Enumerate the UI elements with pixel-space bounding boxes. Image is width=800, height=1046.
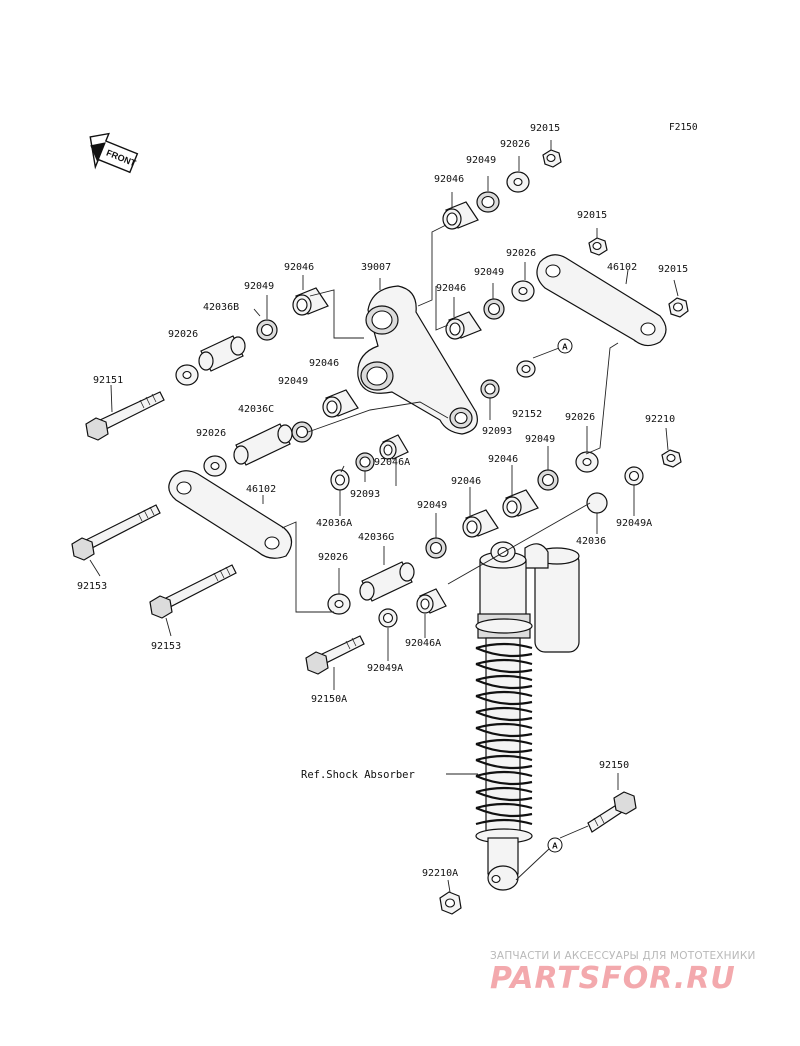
label-92026[interactable]: 92026 [506, 248, 536, 259]
label-92049[interactable]: 92049 [417, 500, 447, 511]
svg-text:A: A [552, 842, 558, 851]
label-42036[interactable]: 42036 [576, 536, 606, 547]
nut-92210[interactable] [661, 449, 682, 468]
bearing-92046-left-mid[interactable] [322, 389, 359, 418]
label-92015[interactable]: 92015 [658, 264, 688, 275]
label-92026[interactable]: 92026 [318, 552, 348, 563]
label-92210a[interactable]: 92210A [422, 868, 458, 879]
label-46102[interactable]: 46102 [246, 484, 276, 495]
label-92046[interactable]: 92046 [284, 262, 314, 273]
bearing-92046-top[interactable] [442, 201, 479, 230]
leader-lines [89, 140, 679, 893]
nut-92015-top[interactable] [542, 149, 562, 168]
seal-92049-top[interactable] [476, 191, 500, 213]
bolt-92150a[interactable] [305, 635, 365, 675]
tie-rod-46102-left[interactable] [168, 470, 293, 559]
callout-a-lower: A [547, 837, 563, 853]
front-direction-arrow: FRONT [89, 132, 139, 174]
label-92150a[interactable]: 92150A [311, 694, 347, 705]
label-92046[interactable]: 92046 [436, 283, 466, 294]
label-92026[interactable]: 92026 [500, 139, 530, 150]
seal-92093-right[interactable] [480, 379, 500, 399]
seal-92049a-lower[interactable] [378, 608, 398, 628]
label-92046a[interactable]: 92046A [374, 457, 410, 468]
label-92153[interactable]: 92153 [151, 641, 181, 652]
label-46102[interactable]: 46102 [607, 262, 637, 273]
label-42036b[interactable]: 42036B [203, 302, 239, 313]
label-92049[interactable]: 92049 [278, 376, 308, 387]
nut-92015-mid[interactable] [588, 237, 608, 256]
part-number-labels: 92015 92026 92049 92046 92015 92026 9204… [77, 123, 688, 879]
callout-a-upper: A [557, 338, 573, 354]
label-92093[interactable]: 92093 [350, 489, 380, 500]
ref-shock-absorber-label[interactable]: Ref.Shock Absorber [301, 769, 415, 781]
collar-42036a[interactable] [330, 469, 350, 491]
bolt-92153-lower[interactable] [149, 564, 237, 619]
label-42036g[interactable]: 42036G [358, 532, 394, 543]
label-92015[interactable]: 92015 [530, 123, 560, 134]
label-42036a[interactable]: 42036A [316, 518, 352, 529]
seal-92049-lower[interactable] [425, 537, 447, 559]
label-92049[interactable]: 92049 [466, 155, 496, 166]
collar-42036c[interactable] [233, 423, 293, 466]
shock-spring [475, 642, 533, 826]
bearing-92046-left-upper[interactable] [292, 287, 329, 316]
label-92151[interactable]: 92151 [93, 375, 123, 386]
seal-92049-left-upper[interactable] [256, 319, 278, 341]
label-92049[interactable]: 92049 [474, 267, 504, 278]
label-92049a[interactable]: 92049A [367, 663, 403, 674]
bearing-92046-right-lower[interactable] [502, 489, 539, 518]
label-92150[interactable]: 92150 [599, 760, 629, 771]
label-92049a[interactable]: 92049A [616, 518, 652, 529]
label-92046a[interactable]: 92046A [405, 638, 441, 649]
washer-92026-left-upper[interactable] [175, 364, 199, 386]
label-92046[interactable]: 92046 [434, 174, 464, 185]
bolt-92151[interactable] [85, 391, 165, 441]
label-92049[interactable]: 92049 [244, 281, 274, 292]
bearing-92046a-lower[interactable] [416, 588, 447, 614]
washer-92026-right-lower[interactable] [575, 451, 599, 473]
tie-rod-46102-right[interactable] [536, 254, 667, 347]
label-92152[interactable]: 92152 [512, 409, 542, 420]
seal-92049-right-lower[interactable] [537, 469, 559, 491]
collar-42036g[interactable] [359, 561, 415, 602]
collar-92152[interactable] [516, 360, 536, 378]
label-92046[interactable]: 92046 [309, 358, 339, 369]
label-39007[interactable]: 39007 [361, 262, 391, 273]
seal-92093-left[interactable] [355, 452, 375, 472]
bolt-92150[interactable] [587, 791, 637, 833]
label-92046[interactable]: 92046 [451, 476, 481, 487]
washer-92026-left-mid[interactable] [203, 455, 227, 477]
label-92093[interactable]: 92093 [482, 426, 512, 437]
nut-92210a[interactable] [439, 891, 462, 915]
label-42036c[interactable]: 42036C [238, 404, 274, 415]
figure-code: F2150 [669, 122, 698, 133]
label-92026[interactable]: 92026 [565, 412, 595, 423]
washer-92026-mid[interactable] [511, 280, 535, 302]
collar-42036b[interactable] [198, 335, 246, 372]
nut-92015-right[interactable] [668, 297, 689, 318]
bearing-92046a-upper[interactable] [379, 434, 409, 460]
watermark-tagline: ЗАПЧАСТИ И АКСЕССУАРЫ ДЛЯ МОТОТЕХНИКИ [490, 950, 756, 962]
bolt-92153-upper[interactable] [71, 504, 161, 561]
label-92026[interactable]: 92026 [196, 428, 226, 439]
rocker-arm-39007[interactable] [357, 285, 478, 435]
label-92046[interactable]: 92046 [488, 454, 518, 465]
shock-absorber[interactable] [475, 541, 580, 891]
label-92210[interactable]: 92210 [645, 414, 675, 425]
watermark-logo: PARTSFOR.RU [490, 961, 736, 996]
washer-92026-lower[interactable] [327, 593, 351, 615]
bearing-92046-lower[interactable] [462, 509, 499, 538]
label-92026[interactable]: 92026 [168, 329, 198, 340]
label-92153[interactable]: 92153 [77, 581, 107, 592]
bearing-92046-mid[interactable] [445, 311, 482, 340]
seal-92049a-right[interactable] [624, 466, 644, 486]
label-92049[interactable]: 92049 [525, 434, 555, 445]
label-92015[interactable]: 92015 [577, 210, 607, 221]
svg-text:A: A [562, 343, 568, 352]
seal-92049-mid[interactable] [483, 298, 505, 320]
washer-92026-top[interactable] [506, 171, 530, 193]
